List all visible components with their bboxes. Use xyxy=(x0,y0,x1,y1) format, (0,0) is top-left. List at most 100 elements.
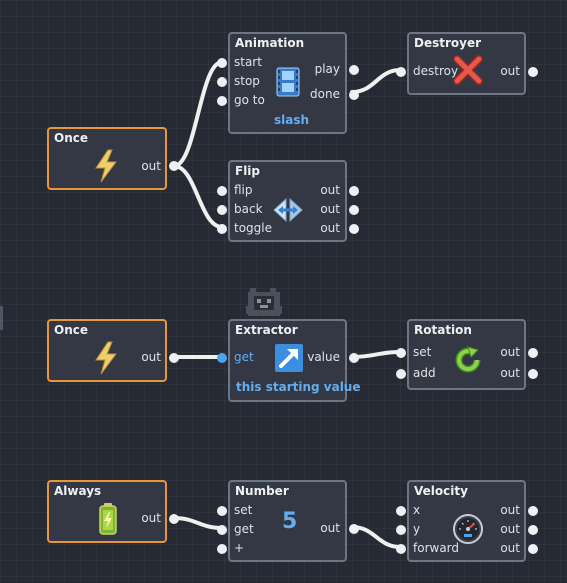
port-label-out-2: out xyxy=(500,366,520,380)
number-node[interactable]: Number set get + 5 out xyxy=(217,480,359,562)
port-label-flip: flip xyxy=(234,183,253,197)
input-port-y[interactable] xyxy=(396,525,406,535)
red-x-icon xyxy=(453,55,483,89)
node-title: Number xyxy=(235,484,289,498)
input-port-flip[interactable] xyxy=(217,186,227,196)
flip-node[interactable]: Flip flip back toggle out out out xyxy=(217,160,359,242)
port-label-get: get xyxy=(234,522,254,536)
animation-value[interactable]: slash xyxy=(274,113,310,127)
output-port-out[interactable] xyxy=(169,161,179,171)
output-port-out[interactable] xyxy=(169,353,179,363)
node-title: Destroyer xyxy=(414,36,482,50)
output-port-out-3[interactable] xyxy=(528,544,538,554)
port-label-set: set xyxy=(413,345,432,359)
port-label-out-2: out xyxy=(320,202,340,216)
number-value[interactable]: 5 xyxy=(282,509,298,534)
battery-icon xyxy=(98,502,118,540)
input-port-stop[interactable] xyxy=(217,77,227,87)
input-port-get[interactable] xyxy=(217,353,227,363)
output-port-value[interactable] xyxy=(349,353,359,363)
port-label-set: set xyxy=(234,503,253,517)
port-label-forward: forward xyxy=(413,541,460,555)
wire-always-get xyxy=(172,516,224,530)
output-port-out-3[interactable] xyxy=(349,224,359,234)
input-port-go-to[interactable] xyxy=(217,96,227,106)
velocity-node[interactable]: Velocity x y forward out out out xyxy=(396,480,538,562)
film-strip-icon xyxy=(276,67,300,101)
wire-done-destroy xyxy=(350,68,402,94)
input-port-x[interactable] xyxy=(396,506,406,516)
port-label-out: out xyxy=(320,521,340,535)
port-label-out-3: out xyxy=(320,221,340,235)
once-node-2[interactable]: Once out xyxy=(47,319,179,382)
wire-value-set xyxy=(350,350,402,359)
port-label-stop: stop xyxy=(234,74,260,88)
node-title: Velocity xyxy=(414,484,468,498)
output-port-out[interactable] xyxy=(169,514,179,524)
output-port-done[interactable] xyxy=(349,90,359,100)
extractor-value[interactable]: this starting value xyxy=(236,380,361,394)
port-label-out-3: out xyxy=(500,541,520,555)
rotate-icon xyxy=(453,345,483,379)
output-port-out-2[interactable] xyxy=(528,369,538,379)
once-node-1[interactable]: Once out xyxy=(47,127,179,190)
port-label-done: done xyxy=(310,87,340,101)
wire-once1-toggle xyxy=(172,164,224,229)
input-port-forward[interactable] xyxy=(396,544,406,554)
output-port-out-2[interactable] xyxy=(528,525,538,535)
animation-node[interactable]: Animation start stop go to play done sla… xyxy=(217,32,359,134)
node-title: Always xyxy=(54,484,102,498)
output-port-out-1[interactable] xyxy=(528,506,538,516)
port-label-get: get xyxy=(234,350,254,364)
port-label-go-to: go to xyxy=(234,93,265,107)
port-label-out-1: out xyxy=(500,503,520,517)
output-port-out-2[interactable] xyxy=(349,205,359,215)
flip-arrows-icon xyxy=(272,195,304,229)
port-label-out-1: out xyxy=(320,183,340,197)
input-port-back[interactable] xyxy=(217,205,227,215)
node-title: Flip xyxy=(235,164,261,178)
node-title: Once xyxy=(54,131,88,145)
lightning-icon xyxy=(93,149,119,187)
node-title: Once xyxy=(54,323,88,337)
port-label-out: out xyxy=(141,159,161,173)
output-port-play[interactable] xyxy=(349,65,359,75)
port-label-destroy: destroy xyxy=(413,64,459,78)
always-node[interactable]: Always out xyxy=(47,480,179,543)
port-label-out-2: out xyxy=(500,522,520,536)
port-label-add: add xyxy=(413,366,436,380)
input-port-start[interactable] xyxy=(217,58,227,68)
rotation-node[interactable]: Rotation set add out out xyxy=(396,319,538,390)
input-port-get[interactable] xyxy=(217,525,227,535)
destroyer-node[interactable]: Destroyer destroy out xyxy=(396,32,538,95)
output-port-out-1[interactable] xyxy=(528,348,538,358)
port-label-y: y xyxy=(413,522,421,536)
output-port-out-1[interactable] xyxy=(349,186,359,196)
wire-once1-start xyxy=(172,60,224,168)
output-port-out[interactable] xyxy=(349,524,359,534)
port-label-out: out xyxy=(141,511,161,525)
input-port-add[interactable] xyxy=(396,369,406,379)
input-port-plus[interactable] xyxy=(217,544,227,554)
input-port-toggle[interactable] xyxy=(217,224,227,234)
node-title: Extractor xyxy=(235,323,298,337)
input-port-set[interactable] xyxy=(396,348,406,358)
port-label-x: x xyxy=(413,503,421,517)
output-port-out[interactable] xyxy=(528,67,538,77)
speedometer-icon xyxy=(452,513,484,549)
port-label-play: play xyxy=(314,62,340,76)
port-label-out: out xyxy=(500,64,520,78)
extractor-node[interactable]: Extractor get value this starting value xyxy=(217,319,360,402)
lightning-icon xyxy=(93,341,119,379)
pixel-creature-icon xyxy=(244,286,284,320)
diagonal-arrow-icon xyxy=(274,343,304,377)
port-label-start: start xyxy=(234,55,262,69)
canvas-edge-marker xyxy=(0,306,3,330)
port-label-back: back xyxy=(234,202,263,216)
node-title: Rotation xyxy=(414,323,472,337)
port-label-value: value xyxy=(307,350,340,364)
input-port-destroy[interactable] xyxy=(396,67,406,77)
input-port-set[interactable] xyxy=(217,506,227,516)
port-label-out-1: out xyxy=(500,345,520,359)
